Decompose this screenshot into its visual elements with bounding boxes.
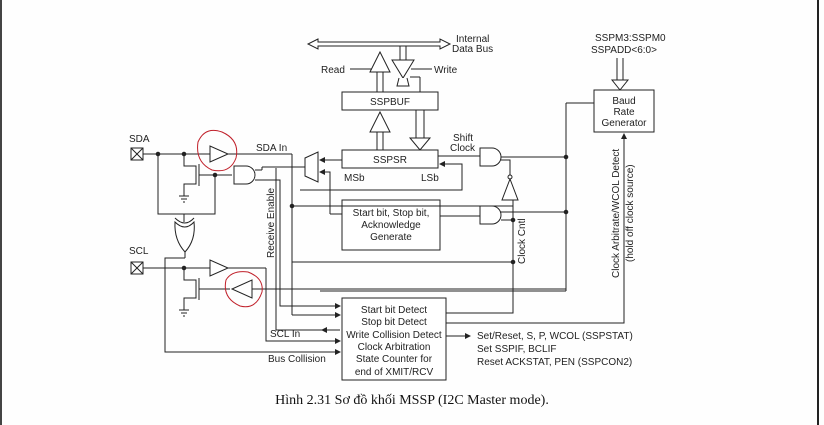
bus-label-1: Internal: [456, 34, 489, 45]
baud-label-1: Baud: [612, 96, 635, 107]
read-label: Read: [321, 65, 345, 76]
baud-label-3: Generator: [601, 118, 647, 129]
clock-arbitrate-label: Clock Arbitrate/WCOL Detect: [611, 149, 622, 278]
clock-cntl-label: Clock Cntl: [517, 218, 528, 264]
sspm-input-arrow: [610, 58, 630, 91]
start-stop-ack-block: [341, 199, 441, 251]
shift-clock-and-gate: [479, 147, 502, 167]
receive-enable-label: Receive Enable: [266, 188, 277, 258]
detect-arbitration-block: [341, 297, 447, 381]
sda-in-label: SDA In: [256, 143, 287, 154]
bus-collision-label: Bus Collision: [268, 354, 326, 365]
bus-label-2: Data Bus: [452, 44, 493, 55]
xor-gate-icon: [174, 220, 195, 253]
start-stop-line-1: Start bit, Stop bit,: [353, 208, 430, 219]
output-line-3: Reset ACKSTAT, PEN (SSPCON2): [477, 357, 632, 368]
red-annotation-marks: [197, 129, 263, 308]
inverter-icon: [501, 174, 519, 201]
scl-nmos-transistor-icon: [179, 268, 230, 317]
detect-line-5: State Counter for: [356, 354, 433, 365]
baud-rate-generator-block: [593, 89, 655, 133]
output-line-2: Set SSPIF, BCLIF: [477, 344, 556, 355]
sda-nmos-transistor-icon: [179, 154, 215, 203]
shift-clock-label-2: Clock: [450, 143, 476, 154]
read-buffer-icon: [350, 50, 391, 92]
internal-data-bus-arrow: [306, 38, 452, 50]
page-border-left: [0, 0, 2, 425]
mux-icon: [304, 151, 319, 183]
start-stop-line-2: Acknowledge: [361, 220, 421, 231]
output-line-1: Set/Reset, S, P, WCOL (SSPSTAT): [477, 331, 633, 342]
shift-clock-label-1: Shift: [453, 133, 473, 144]
detect-line-3: Write Collision Detect: [346, 330, 442, 341]
write-buffer-icon: [391, 46, 432, 92]
detect-line-6: end of XMIT/RCV: [355, 367, 434, 378]
scl-output-buffer-icon: [230, 279, 253, 299]
sspbuf-block: [341, 91, 439, 111]
start-stop-line-3: Generate: [370, 232, 412, 243]
baud-label-2: Rate: [613, 107, 635, 118]
page-border-right: [817, 0, 819, 425]
sspbuf-to-sspsr-arrow: [408, 110, 432, 151]
detect-line-1: Start bit Detect: [361, 305, 427, 316]
scl-pin-icon: [130, 261, 144, 275]
sda-output-and-gate: [233, 165, 256, 185]
hold-off-label: (hold off clock source): [625, 164, 636, 262]
detect-line-4: Clock Arbitration: [358, 342, 431, 353]
write-label: Write: [434, 65, 458, 76]
sspbuf-label: SSPBUF: [370, 97, 410, 108]
lsb-label: LSb: [421, 173, 439, 184]
sspsr-to-sspbuf-arrow: [369, 110, 391, 150]
ack-and-gate: [479, 205, 502, 225]
detect-line-2: Stop bit Detect: [361, 317, 427, 328]
scl-input-buffer-icon: [209, 259, 230, 277]
sda-label: SDA: [129, 134, 150, 145]
scl-in-label: SCL In: [270, 329, 300, 340]
sda-input-buffer-icon: [209, 145, 230, 163]
sda-pin-icon: [130, 147, 144, 161]
sspm-label: SSPM3:SSPM0: [595, 33, 666, 44]
sspsr-block: [341, 149, 439, 169]
sspadd-label: SSPADD<6:0>: [591, 45, 657, 56]
sspsr-label: SSPSR: [373, 155, 407, 166]
msb-label: MSb: [344, 173, 365, 184]
figure-caption: Hình 2.31 Sơ đồ khối MSSP (I2C Master mo…: [275, 393, 549, 408]
scl-label: SCL: [129, 246, 149, 257]
